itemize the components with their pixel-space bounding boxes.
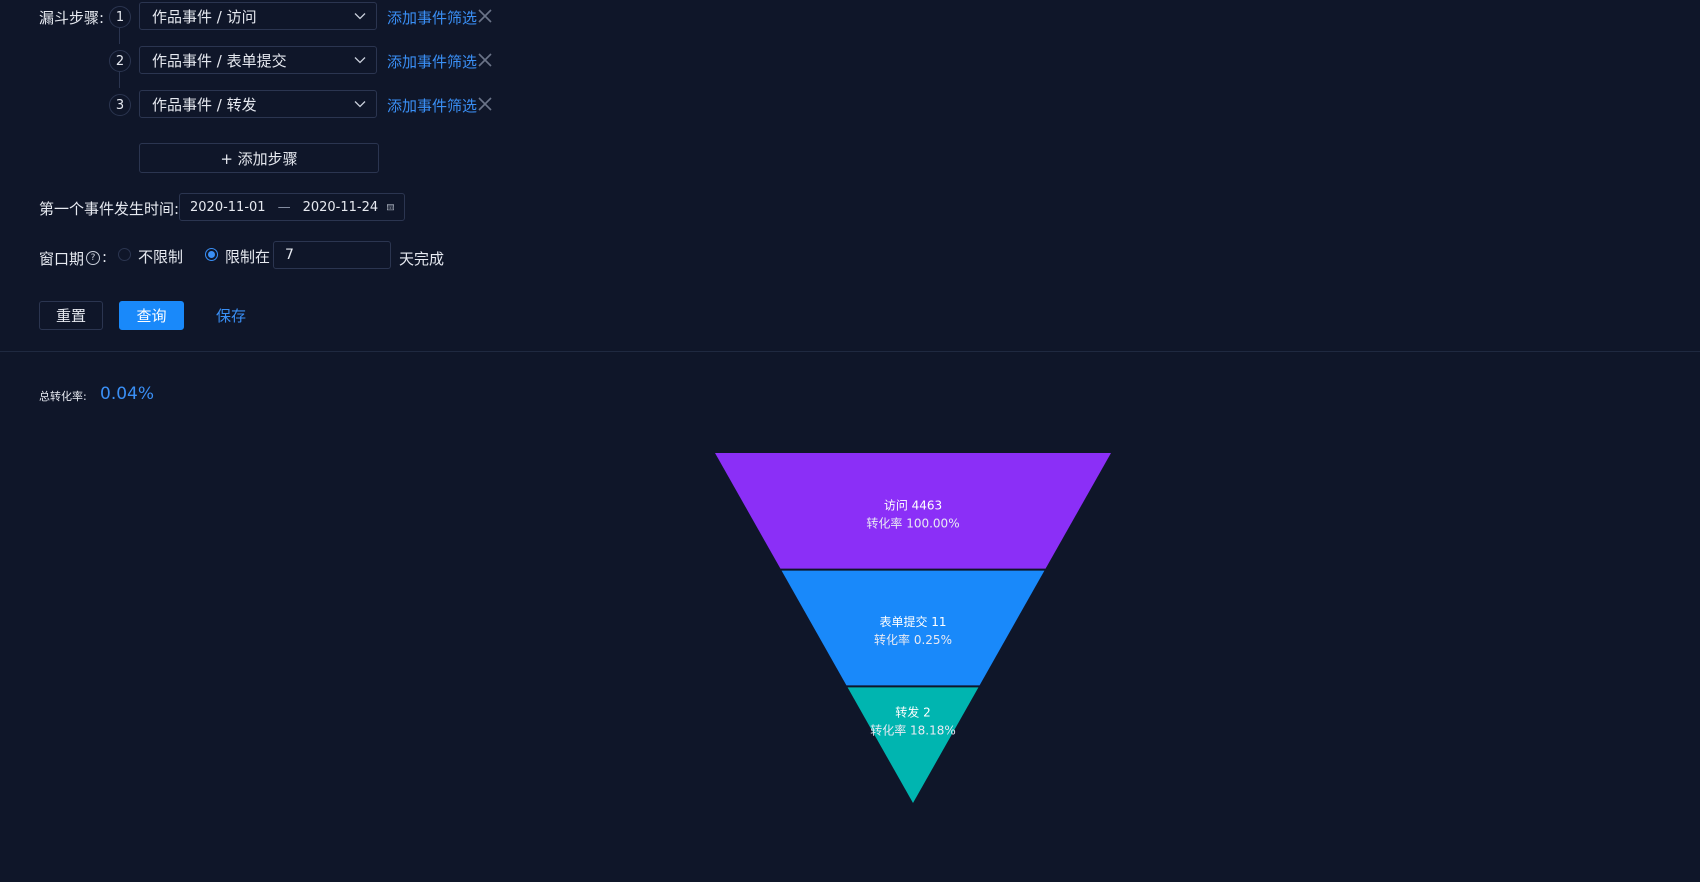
step-event-select[interactable]: 作品事件 / 转发 — [139, 90, 377, 118]
save-button[interactable]: 保存 — [215, 307, 246, 325]
chevron-down-icon — [354, 13, 366, 20]
step-event-value: 作品事件 / 转发 — [152, 95, 257, 114]
close-icon[interactable] — [478, 97, 492, 111]
chevron-down-icon — [354, 101, 366, 108]
funnel-segment[interactable] — [715, 453, 1111, 569]
total-conversion-value: 0.04% — [100, 384, 155, 404]
funnel-stage-label: 转发 2 — [895, 705, 930, 720]
calendar-icon — [387, 204, 394, 211]
date-start: 2020-11-01 — [190, 199, 266, 215]
add-event-filter-link[interactable]: 添加事件筛选 — [387, 53, 478, 71]
radio-unlimited-label[interactable]: 不限制 — [138, 248, 184, 266]
first-event-time-label: 第一个事件发生时间: — [39, 200, 180, 218]
step-connector — [119, 72, 120, 88]
date-range-picker[interactable]: 2020-11-01 — 2020-11-24 — [179, 193, 405, 221]
date-separator: — — [277, 199, 291, 215]
radio-limited-label[interactable]: 限制在 — [225, 248, 271, 266]
add-event-filter-link[interactable]: 添加事件筛选 — [387, 97, 478, 115]
funnel-segment[interactable] — [847, 687, 979, 803]
add-step-button[interactable]: + 添加步骤 — [139, 143, 379, 173]
chevron-down-icon — [354, 57, 366, 64]
step-number: 2 — [109, 50, 131, 72]
reset-button[interactable]: 重置 — [39, 301, 103, 330]
window-colon: : — [102, 248, 108, 266]
funnel-steps-label: 漏斗步骤: — [39, 9, 105, 27]
radio-limited[interactable] — [205, 248, 218, 261]
window-period-label: 窗口期 — [39, 250, 85, 268]
window-days-input[interactable]: 7 — [273, 241, 391, 269]
step-number: 1 — [109, 6, 131, 28]
funnel-segment[interactable] — [781, 570, 1045, 686]
step-event-select[interactable]: 作品事件 / 访问 — [139, 2, 377, 30]
funnel-stage-rate: 转化率 100.00% — [866, 515, 959, 530]
step-event-select[interactable]: 作品事件 / 表单提交 — [139, 46, 377, 74]
query-button[interactable]: 查询 — [119, 301, 184, 330]
step-event-value: 作品事件 / 表单提交 — [152, 51, 287, 70]
close-icon[interactable] — [478, 53, 492, 67]
add-event-filter-link[interactable]: 添加事件筛选 — [387, 9, 478, 27]
window-suffix-label: 天完成 — [399, 250, 445, 268]
total-conversion-label: 总转化率: — [39, 390, 87, 403]
funnel-stage-label: 访问 4463 — [884, 498, 942, 512]
step-number: 3 — [109, 94, 131, 116]
help-icon[interactable]: ? — [86, 251, 100, 265]
funnel-stage-label: 表单提交 11 — [879, 614, 946, 629]
step-connector — [119, 28, 120, 44]
funnel-stage-rate: 转化率 0.25% — [874, 632, 952, 647]
section-divider — [0, 351, 1700, 352]
funnel-stage-rate: 转化率 18.18% — [870, 723, 956, 738]
close-icon[interactable] — [478, 9, 492, 23]
step-event-value: 作品事件 / 访问 — [152, 7, 257, 26]
radio-unlimited[interactable] — [118, 248, 131, 261]
date-end: 2020-11-24 — [302, 199, 379, 215]
